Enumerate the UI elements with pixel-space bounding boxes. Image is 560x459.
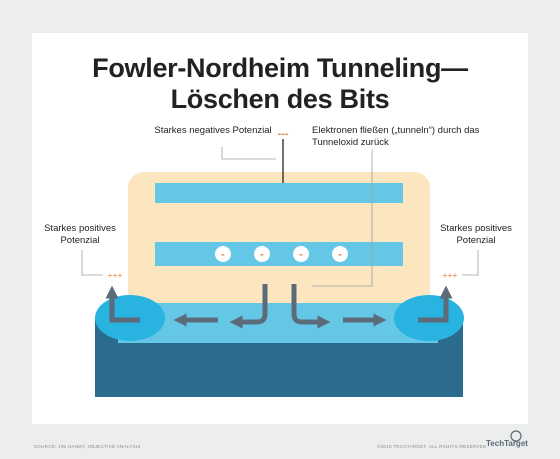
positive-left-leader bbox=[81, 250, 103, 276]
diagram-title-line-1: Fowler-Nordheim Tunneling— bbox=[92, 53, 468, 83]
arrow-left-up bbox=[105, 285, 140, 323]
negative-charge-sign: --- bbox=[278, 128, 289, 140]
arrow-left-curve bbox=[229, 284, 268, 329]
electron bbox=[332, 246, 348, 262]
electrons-flow-label: Elektronen fließen („tunneln“) durch das… bbox=[312, 125, 480, 148]
tunnel-oxide-layer bbox=[118, 303, 438, 343]
techtarget-logo-icon bbox=[510, 430, 522, 442]
positive-right-leader bbox=[462, 250, 479, 276]
negative-potential-label: Starkes negatives Potenzial bbox=[154, 125, 272, 136]
diagram-title-line-2: Löschen des Bits bbox=[170, 84, 390, 114]
control-gate-layer bbox=[155, 183, 403, 203]
arrow-right-up bbox=[418, 285, 453, 323]
brand-name: TechTarget bbox=[486, 439, 528, 448]
positive-potential-left-label: Starkes positives Potenzial bbox=[44, 223, 116, 246]
floating-gate-layer bbox=[155, 242, 403, 266]
electron-sign: - bbox=[299, 249, 303, 261]
positive-charge-sign-left: +++ bbox=[108, 270, 123, 280]
electron-sign: - bbox=[221, 249, 225, 261]
positive-charge-sign-right: +++ bbox=[443, 270, 458, 280]
electron bbox=[254, 246, 270, 262]
negative-label-leader bbox=[221, 147, 276, 160]
electrons-label-leader bbox=[312, 150, 373, 287]
gate-stack bbox=[128, 172, 430, 308]
copyright-notice: ©2019 TECHTARGET. ALL RIGHTS RESERVED bbox=[377, 444, 487, 449]
electron-sign: - bbox=[260, 249, 264, 261]
electron-sign: - bbox=[338, 249, 342, 261]
arrow-right-curve bbox=[291, 284, 331, 329]
electron bbox=[293, 246, 309, 262]
positive-potential-right-label: Starkes positives Potenzial bbox=[440, 223, 512, 246]
source-credit: SOURCE: JIM HANDY, OBJECTIVE ANALYSIS bbox=[34, 444, 141, 449]
electrons: ---- bbox=[215, 246, 348, 262]
electron bbox=[215, 246, 231, 262]
